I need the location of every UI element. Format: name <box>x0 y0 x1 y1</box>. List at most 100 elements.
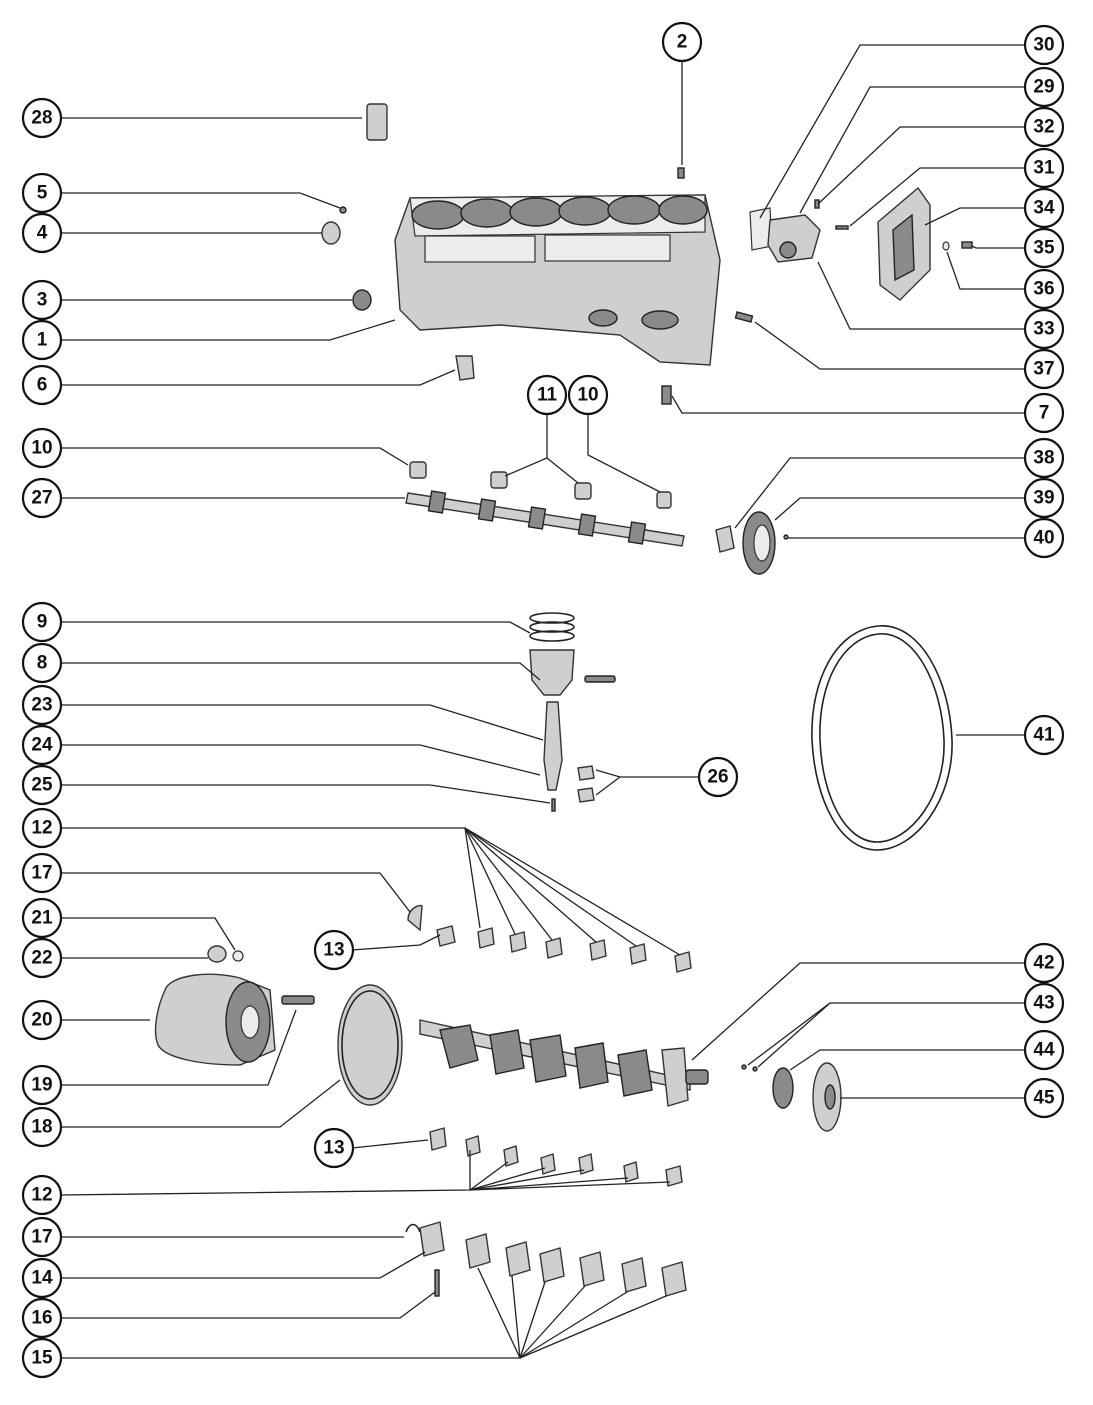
svg-text:30: 30 <box>1033 35 1054 56</box>
callout-12-upper: 12 <box>21 807 63 849</box>
callout-3: 3 <box>21 279 63 321</box>
svg-text:6: 6 <box>37 375 48 396</box>
timing-cover <box>877 186 973 301</box>
housing-stud <box>281 995 315 1005</box>
callout-37: 37 <box>1023 348 1065 390</box>
callout-31: 31 <box>1023 147 1065 189</box>
svg-text:5: 5 <box>37 183 48 204</box>
svg-text:3: 3 <box>37 290 48 311</box>
svg-text:40: 40 <box>1033 528 1054 549</box>
svg-text:39: 39 <box>1033 488 1054 509</box>
callout-16: 16 <box>21 1297 63 1339</box>
callout-40: 40 <box>1023 517 1065 559</box>
svg-text:18: 18 <box>31 1117 52 1138</box>
svg-text:27: 27 <box>31 488 52 509</box>
svg-text:28: 28 <box>31 108 52 129</box>
drive-belt-inner <box>819 633 945 843</box>
svg-text:2: 2 <box>677 32 688 53</box>
crankshaft <box>419 1019 709 1107</box>
svg-text:36: 36 <box>1033 279 1054 300</box>
timing-gear <box>715 511 789 575</box>
svg-text:12: 12 <box>31 1185 52 1206</box>
svg-text:34: 34 <box>1033 198 1055 219</box>
callout-32: 32 <box>1023 106 1065 148</box>
svg-text:19: 19 <box>31 1075 52 1096</box>
callout-18: 18 <box>21 1106 63 1148</box>
pilot-bearing <box>207 945 227 963</box>
callout-2: 2 <box>661 21 703 63</box>
camshaft-key <box>661 385 672 405</box>
svg-text:24: 24 <box>31 735 53 756</box>
callout-9: 9 <box>21 601 63 643</box>
callout-11: 11 <box>526 374 568 416</box>
svg-text:33: 33 <box>1033 319 1054 340</box>
callout-7: 7 <box>1023 392 1065 434</box>
engine-block <box>394 194 721 366</box>
svg-text:35: 35 <box>1033 238 1055 259</box>
callout-29: 29 <box>1023 66 1065 108</box>
callout-38: 38 <box>1023 437 1065 479</box>
leader-lines <box>59 44 1026 1359</box>
svg-text:32: 32 <box>1033 117 1054 138</box>
callout-26: 26 <box>697 756 739 798</box>
callout-25: 25 <box>21 764 63 806</box>
callout-36: 36 <box>1023 268 1065 310</box>
callout-28: 28 <box>21 97 63 139</box>
callout-44: 44 <box>1023 1029 1065 1071</box>
piston-assembly <box>529 612 616 812</box>
callout-35: 35 <box>1023 227 1065 269</box>
callout-43: 43 <box>1023 982 1065 1024</box>
callout-6: 6 <box>21 364 63 406</box>
svg-text:15: 15 <box>31 1348 53 1369</box>
svg-text:44: 44 <box>1033 1040 1055 1061</box>
flywheel <box>337 984 403 1106</box>
svg-text:20: 20 <box>31 1010 52 1031</box>
svg-text:38: 38 <box>1033 448 1054 469</box>
callout-8: 8 <box>21 642 63 684</box>
svg-text:8: 8 <box>37 653 48 674</box>
callout-42: 42 <box>1023 942 1065 984</box>
callout-13-upper: 13 <box>313 929 355 971</box>
svg-text:13: 13 <box>323 940 344 961</box>
callout-41: 41 <box>1023 714 1065 756</box>
callout-12-lower: 12 <box>21 1174 63 1216</box>
svg-text:37: 37 <box>1033 359 1054 380</box>
camshaft <box>405 490 685 547</box>
svg-text:16: 16 <box>31 1308 52 1329</box>
svg-text:41: 41 <box>1033 725 1055 746</box>
block-plug <box>352 289 372 311</box>
oil-pump <box>749 199 849 263</box>
callout-20: 20 <box>21 999 63 1041</box>
svg-text:45: 45 <box>1033 1088 1055 1109</box>
callout-15: 15 <box>21 1337 63 1379</box>
cam-bearings <box>409 461 672 509</box>
callout-34: 34 <box>1023 187 1065 229</box>
callout-1: 1 <box>21 319 63 361</box>
svg-text:7: 7 <box>1039 403 1050 424</box>
small-plug <box>339 206 347 214</box>
callout-13-lower: 13 <box>313 1127 355 1169</box>
callout-14: 14 <box>21 1257 63 1299</box>
callout-10-left: 10 <box>21 427 63 469</box>
svg-text:12: 12 <box>31 818 52 839</box>
callout-17-lower: 17 <box>21 1216 63 1258</box>
svg-text:26: 26 <box>707 767 728 788</box>
svg-text:9: 9 <box>37 612 48 633</box>
svg-text:10: 10 <box>577 385 598 406</box>
valve-lifter <box>366 103 388 141</box>
svg-text:17: 17 <box>31 1227 52 1248</box>
main-bearings-upper <box>407 904 692 973</box>
svg-text:1: 1 <box>37 330 48 351</box>
svg-text:21: 21 <box>31 908 53 929</box>
cover-bolt <box>734 311 754 323</box>
svg-text:42: 42 <box>1033 953 1054 974</box>
svg-text:31: 31 <box>1033 158 1055 179</box>
svg-text:4: 4 <box>37 223 48 244</box>
callout-4: 4 <box>21 212 63 254</box>
seal-ring <box>232 950 244 962</box>
svg-text:43: 43 <box>1033 993 1054 1014</box>
svg-text:22: 22 <box>31 948 52 969</box>
callout-19: 19 <box>21 1064 63 1106</box>
